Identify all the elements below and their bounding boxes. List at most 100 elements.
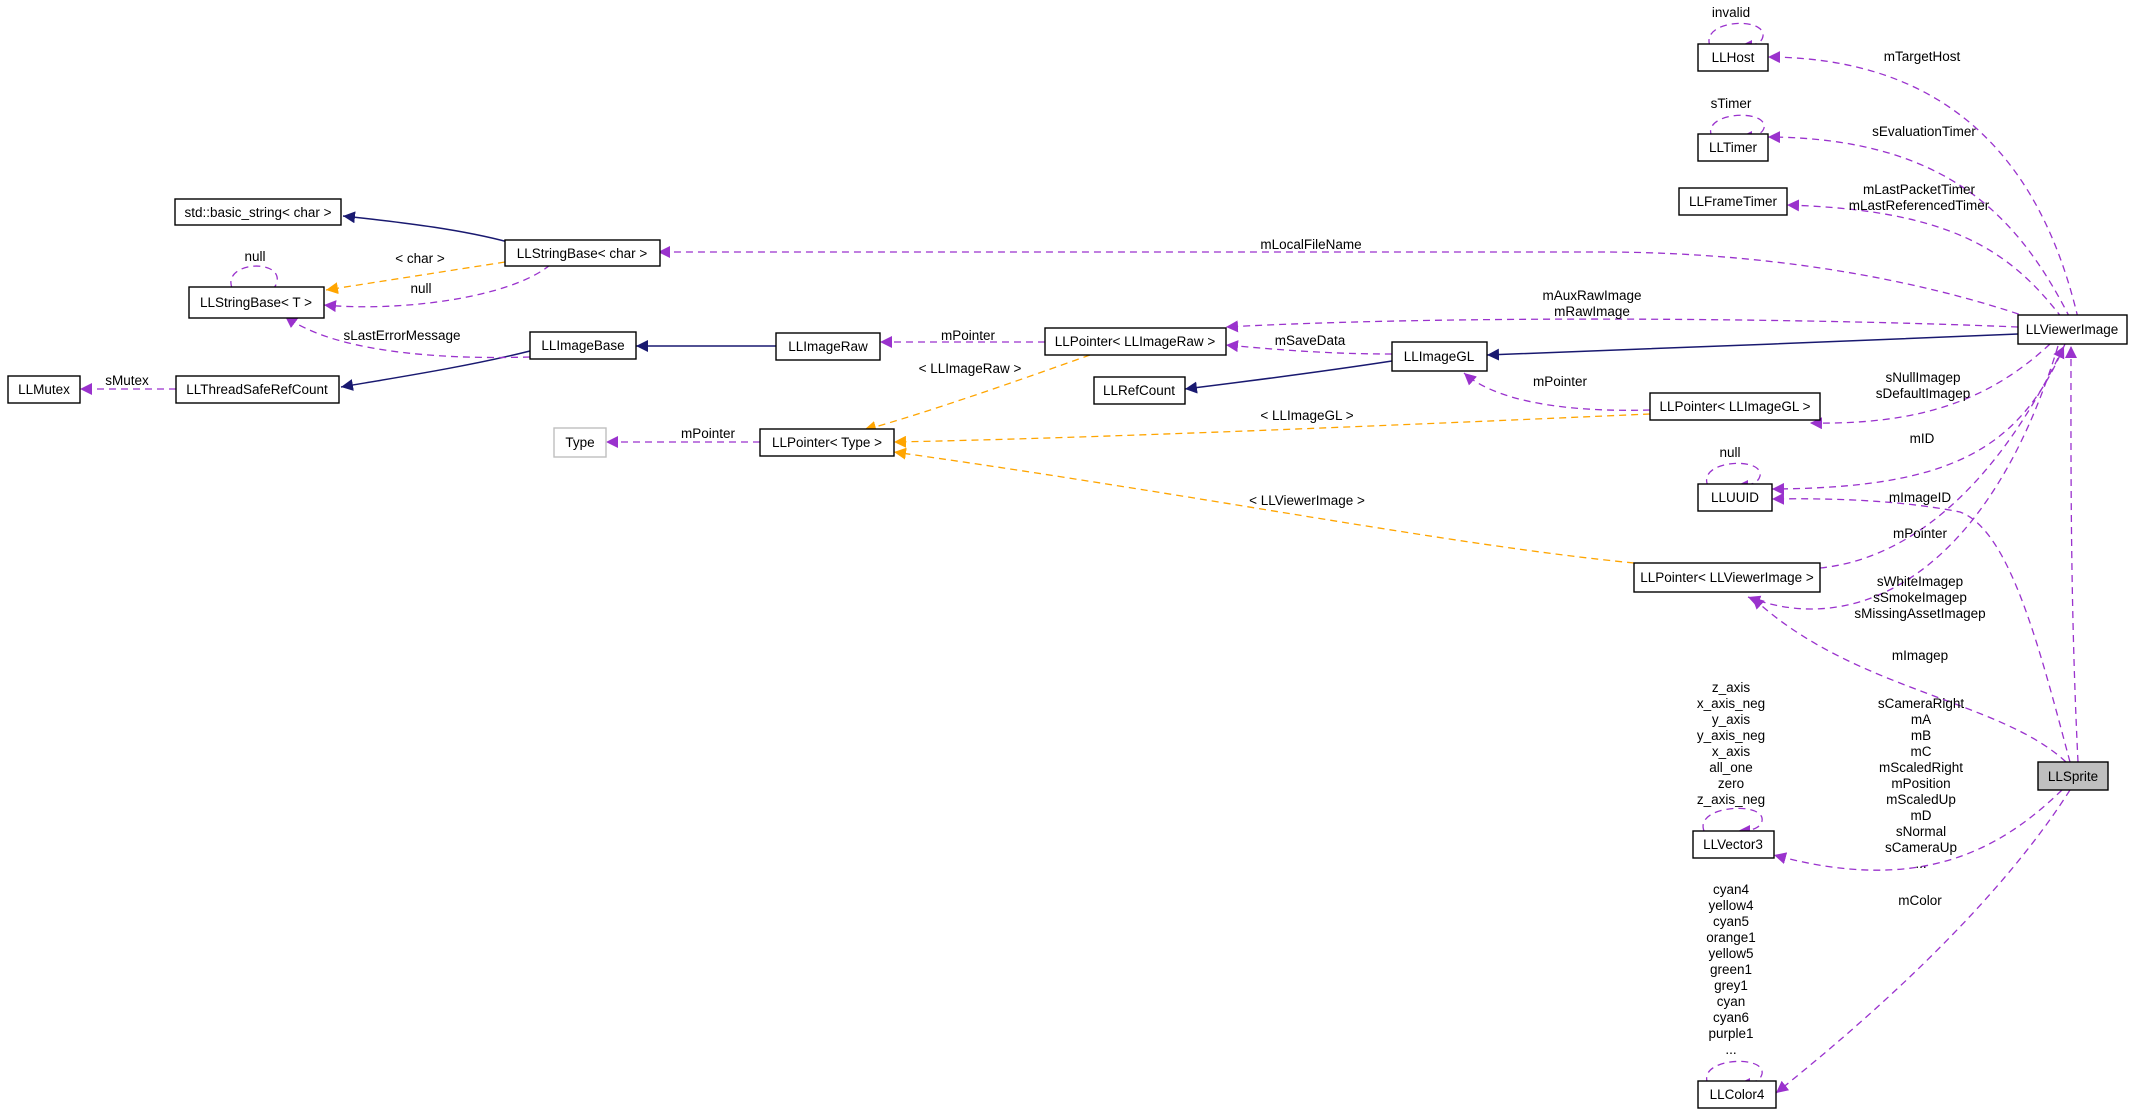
edge-llsprite-to-lluuid bbox=[1771, 492, 2071, 763]
label-host-invalid: invalid bbox=[1712, 5, 1750, 20]
label-vector3-static-6: zero bbox=[1718, 776, 1744, 791]
edge-lluuid-null-loop bbox=[1705, 462, 1761, 492]
edge-llviewerimage-to-lltimer bbox=[1767, 131, 2071, 319]
label-s-null-imagep: sNullImagep bbox=[1885, 370, 1960, 385]
label-sprite-vector-6: mScaledUp bbox=[1886, 792, 1956, 807]
node-llsprite-label: LLSprite bbox=[2048, 769, 2098, 784]
edge-llviewerimage-to-llpointer-llviewerimage bbox=[1747, 345, 2059, 610]
label-vector3-static-7: z_axis_neg bbox=[1697, 792, 1765, 807]
edge-labels: null < char > null sLastErrorMessage sMu… bbox=[105, 5, 1990, 908]
node-llstringbase-t[interactable]: LLStringBase< T > bbox=[188, 286, 325, 319]
node-llimagegl-label: LLImageGL bbox=[1404, 349, 1475, 364]
edge-llstringbase-char-to-llstringbase-t-null bbox=[323, 264, 551, 313]
node-lltimer[interactable]: LLTimer bbox=[1697, 133, 1769, 162]
node-llpointer-llimageraw[interactable]: LLPointer< LLImageRaw > bbox=[1044, 327, 1227, 356]
label-color4-static-5: green1 bbox=[1710, 962, 1752, 977]
edge-llviewerimage-to-llstringbase-char bbox=[658, 246, 2031, 319]
node-llpointer-type-label: LLPointer< Type > bbox=[772, 435, 882, 450]
label-m-aux-raw-image: mAuxRawImage bbox=[1542, 288, 1641, 303]
node-llpointer-llimageraw-label: LLPointer< LLImageRaw > bbox=[1055, 334, 1216, 349]
node-llcolor4-label: LLColor4 bbox=[1710, 1087, 1765, 1102]
node-llhost[interactable]: LLHost bbox=[1697, 43, 1769, 72]
node-llrefcount[interactable]: LLRefCount bbox=[1093, 376, 1186, 405]
label-m-target-host: mTargetHost bbox=[1884, 49, 1961, 64]
node-llsprite[interactable]: LLSprite bbox=[2037, 761, 2109, 791]
label-m-imagep: mImagep bbox=[1892, 648, 1948, 663]
label-m-raw-image: mRawImage bbox=[1554, 304, 1630, 319]
node-lluuid[interactable]: LLUUID bbox=[1697, 483, 1773, 512]
node-llthreadsaferefcount[interactable]: LLThreadSafeRefCount bbox=[175, 375, 340, 404]
edge-llcolor4-loop bbox=[1706, 1060, 1763, 1090]
edge-llimagebase-to-llstringbase-t bbox=[284, 315, 531, 359]
label-vector3-static-5: all_one bbox=[1709, 760, 1753, 775]
edge-llimagegl-to-llrefcount bbox=[1184, 360, 1393, 394]
label-vector3-static-4: x_axis bbox=[1712, 744, 1751, 759]
label-llimageraw-tmpl: < LLImageRaw > bbox=[919, 361, 1022, 376]
edge-llstringbase-char-to-llstringbase-t bbox=[325, 261, 506, 295]
label-s-missing-asset-imagep: sMissingAssetImagep bbox=[1854, 606, 1985, 621]
node-lltimer-label: LLTimer bbox=[1709, 140, 1758, 155]
node-llpointer-llimagegl[interactable]: LLPointer< LLImageGL > bbox=[1649, 392, 1821, 421]
node-llimagebase-label: LLImageBase bbox=[541, 338, 624, 353]
label-s-mutex: sMutex bbox=[105, 373, 149, 388]
label-sprite-vector-4: mScaledRight bbox=[1879, 760, 1963, 775]
edge-string-null-loop bbox=[230, 265, 278, 301]
node-llpointer-llimagegl-label: LLPointer< LLImageGL > bbox=[1659, 399, 1810, 414]
node-llhost-label: LLHost bbox=[1712, 50, 1755, 65]
label-m-local-file-name: mLocalFileName bbox=[1260, 237, 1361, 252]
node-llviewerimage[interactable]: LLViewerImage bbox=[2017, 314, 2128, 345]
label-llimagegl-tmpl: < LLImageGL > bbox=[1260, 408, 1353, 423]
edge-llsprite-to-llcolor4 bbox=[1775, 789, 2071, 1094]
node-llstringbase-char[interactable]: LLStringBase< char > bbox=[504, 239, 661, 267]
node-std-basic-string[interactable]: std::basic_string< char > bbox=[174, 198, 342, 226]
node-llpointer-llviewerimage[interactable]: LLPointer< LLViewerImage > bbox=[1633, 562, 1821, 593]
edge-llsprite-to-llvector3 bbox=[1773, 789, 2063, 871]
label-sprite-vector-7: mD bbox=[1911, 808, 1932, 823]
label-m-save-data: mSaveData bbox=[1275, 333, 1346, 348]
edge-llviewerimage-to-llpointer-llimagegl bbox=[1809, 343, 2051, 430]
label-m-last-referenced-timer: mLastReferencedTimer bbox=[1849, 198, 1990, 213]
edge-llviewerimage-to-llframetimer bbox=[1786, 199, 2063, 319]
node-type[interactable]: Type bbox=[553, 427, 607, 458]
node-llimagegl[interactable]: LLImageGL bbox=[1391, 341, 1488, 372]
label-string-null-top: null bbox=[244, 249, 265, 264]
label-color4-static-3: orange1 bbox=[1706, 930, 1756, 945]
edge-llstringbase-char-to-std-basic-string bbox=[342, 211, 523, 247]
label-vector3-static-0: z_axis bbox=[1712, 680, 1751, 695]
node-llrefcount-label: LLRefCount bbox=[1103, 383, 1175, 398]
node-llthreadsaferefcount-label: LLThreadSafeRefCount bbox=[186, 382, 328, 397]
node-llimageraw[interactable]: LLImageRaw bbox=[775, 332, 881, 361]
edge-llsprite-to-llviewerimage bbox=[2064, 345, 2079, 763]
edges bbox=[80, 22, 2079, 1094]
label-m-color: mColor bbox=[1898, 893, 1942, 908]
node-llpointer-type[interactable]: LLPointer< Type > bbox=[759, 428, 895, 457]
node-llviewerimage-label: LLViewerImage bbox=[2026, 322, 2119, 337]
label-m-last-packet-timer: mLastPacketTimer bbox=[1863, 182, 1976, 197]
node-llmutex-label: LLMutex bbox=[18, 382, 70, 397]
label-color4-static-9: purple1 bbox=[1708, 1026, 1753, 1041]
edge-llhost-invalid-loop bbox=[1708, 22, 1764, 52]
node-llcolor4[interactable]: LLColor4 bbox=[1697, 1080, 1777, 1109]
node-llimagebase[interactable]: LLImageBase bbox=[529, 331, 637, 360]
edge-llpointer-llimagegl-to-llpointer-type bbox=[893, 413, 1651, 448]
node-type-label: Type bbox=[565, 435, 594, 450]
edge-llpointer-llimagegl-to-llimagegl bbox=[1463, 372, 1651, 411]
node-llframetimer[interactable]: LLFrameTimer bbox=[1678, 187, 1788, 216]
label-m-pointer-type: mPointer bbox=[681, 426, 736, 441]
edge-llvector3-loop bbox=[1702, 807, 1763, 837]
label-string-char: < char > bbox=[395, 251, 445, 266]
label-m-pointer-gl: mPointer bbox=[1533, 374, 1588, 389]
label-s-smoke-imagep: sSmokeImagep bbox=[1873, 590, 1967, 605]
node-std-basic-string-label: std::basic_string< char > bbox=[184, 205, 331, 220]
label-color4-static-6: grey1 bbox=[1714, 978, 1748, 993]
node-llmutex[interactable]: LLMutex bbox=[7, 375, 81, 404]
node-llvector3[interactable]: LLVector3 bbox=[1692, 830, 1775, 859]
label-color4-static-2: cyan5 bbox=[1713, 914, 1749, 929]
label-color4-static-8: cyan6 bbox=[1713, 1010, 1749, 1025]
label-color4-static-10: ... bbox=[1725, 1042, 1736, 1057]
label-vector3-static-3: y_axis_neg bbox=[1697, 728, 1765, 743]
edge-llpointer-llimageraw-to-llpointer-type bbox=[863, 354, 1091, 433]
label-color4-static-4: yellow5 bbox=[1708, 946, 1753, 961]
label-color4-static-0: cyan4 bbox=[1713, 882, 1750, 897]
